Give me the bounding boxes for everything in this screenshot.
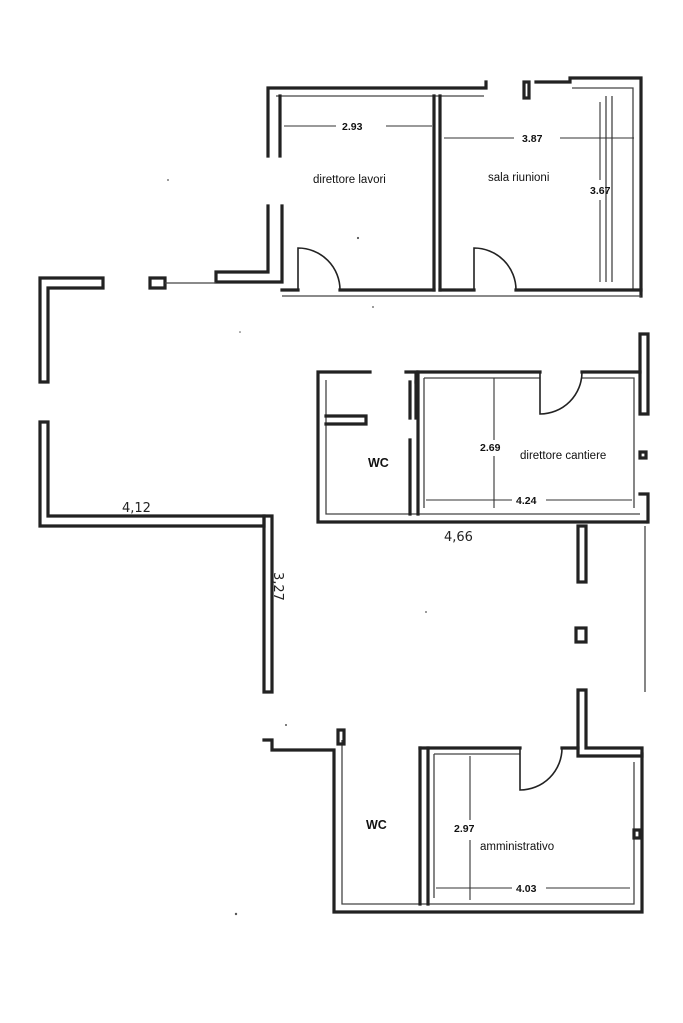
bottom-block-walls xyxy=(262,688,644,914)
room-label-direttore-cantiere: direttore cantiere xyxy=(520,450,606,462)
door-direttore-lavori xyxy=(297,247,341,291)
left-walls xyxy=(38,276,274,694)
room-label-wc-1: WC xyxy=(368,456,389,470)
room-label-sala-riunioni: sala riunioni xyxy=(488,172,549,184)
room-label-amministrativo: amministrativo xyxy=(480,841,554,853)
handwritten-dim-upper: 4,12 xyxy=(122,501,151,516)
wall-stub xyxy=(336,728,346,746)
door-amministrativo xyxy=(519,747,563,791)
middle-block-walls xyxy=(316,332,650,524)
top-block-walls xyxy=(148,76,643,298)
dim-direttore-cantiere-width: 4.24 xyxy=(516,495,537,507)
room-label-wc-2: WC xyxy=(366,818,387,832)
pillar xyxy=(576,524,588,584)
dim-direttore-cantiere-height: 2.69 xyxy=(480,442,501,454)
handwritten-dim-vertical: 3,27 xyxy=(270,572,285,601)
handwritten-dim-middle: 4,66 xyxy=(444,530,473,545)
door-sala-riunioni xyxy=(473,247,517,291)
room-label-direttore-lavori: direttore lavori xyxy=(313,174,386,186)
dim-amministrativo-width: 4.03 xyxy=(516,883,537,895)
dim-sala-riunioni-height: 3.67 xyxy=(590,185,611,197)
wall-stub xyxy=(638,450,648,460)
wall-stub xyxy=(632,828,642,840)
scan-specks xyxy=(167,179,427,916)
top-column xyxy=(522,80,531,100)
dim-amministrativo-height: 2.97 xyxy=(454,823,475,835)
pillar xyxy=(574,626,588,644)
door-direttore-cantiere xyxy=(539,371,583,415)
dim-direttore-lavori-width: 2.93 xyxy=(342,121,363,133)
dim-sala-riunioni-width: 3.87 xyxy=(522,133,543,145)
